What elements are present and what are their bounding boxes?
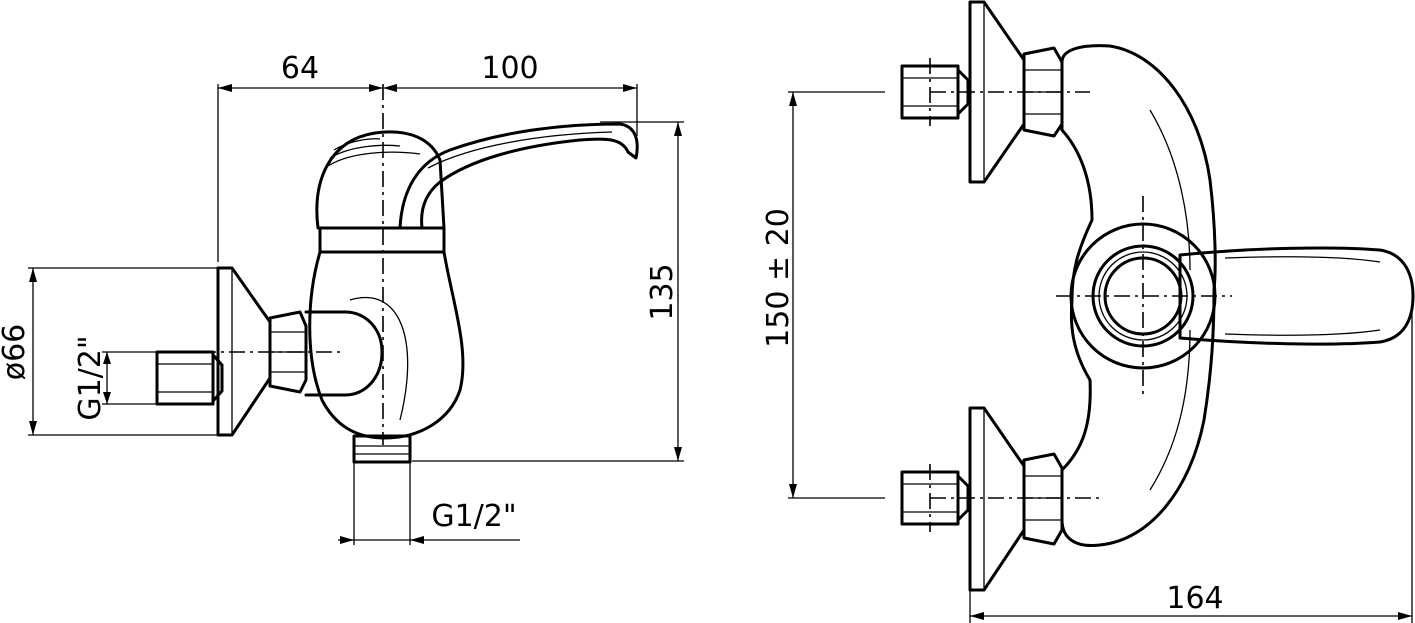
side-dim-outlet-thread xyxy=(338,462,520,545)
front-view: 150 ± 20 164 xyxy=(761,0,1415,623)
side-dim-height xyxy=(412,121,684,462)
front-dim-centres xyxy=(788,91,885,499)
side-dim-flange xyxy=(28,267,218,436)
side-outlet-connector xyxy=(352,434,412,464)
side-mixer-body xyxy=(308,250,465,440)
side-inlet-connector xyxy=(155,350,224,406)
side-dim-inlet-thread-label: G1/2" xyxy=(73,335,108,420)
side-dim-diameter-label: ø66 xyxy=(0,324,32,381)
side-body-band xyxy=(318,226,446,254)
side-dim-inlet-thread xyxy=(102,351,157,405)
side-dim-100-label: 100 xyxy=(481,51,538,86)
side-cartridge-cap xyxy=(315,130,446,230)
front-dim-centres-label: 150 ± 20 xyxy=(761,208,796,348)
front-dim-164-label: 164 xyxy=(1166,581,1223,616)
side-dim-64-label: 64 xyxy=(281,51,319,86)
front-bottom-hex-nut xyxy=(1022,452,1064,546)
side-dim-outlet-thread-label: G1/2" xyxy=(431,499,516,534)
front-bottom-flange xyxy=(968,406,1026,592)
front-handle-lever xyxy=(1178,246,1415,346)
side-view: 64 100 135 ø66 G1/2" xyxy=(0,51,684,545)
side-dim-top xyxy=(217,84,638,262)
front-dim-width xyxy=(969,300,1413,623)
side-body-boss xyxy=(304,310,384,397)
side-dim-135-label: 135 xyxy=(645,263,680,320)
side-handle-lever xyxy=(398,122,639,230)
